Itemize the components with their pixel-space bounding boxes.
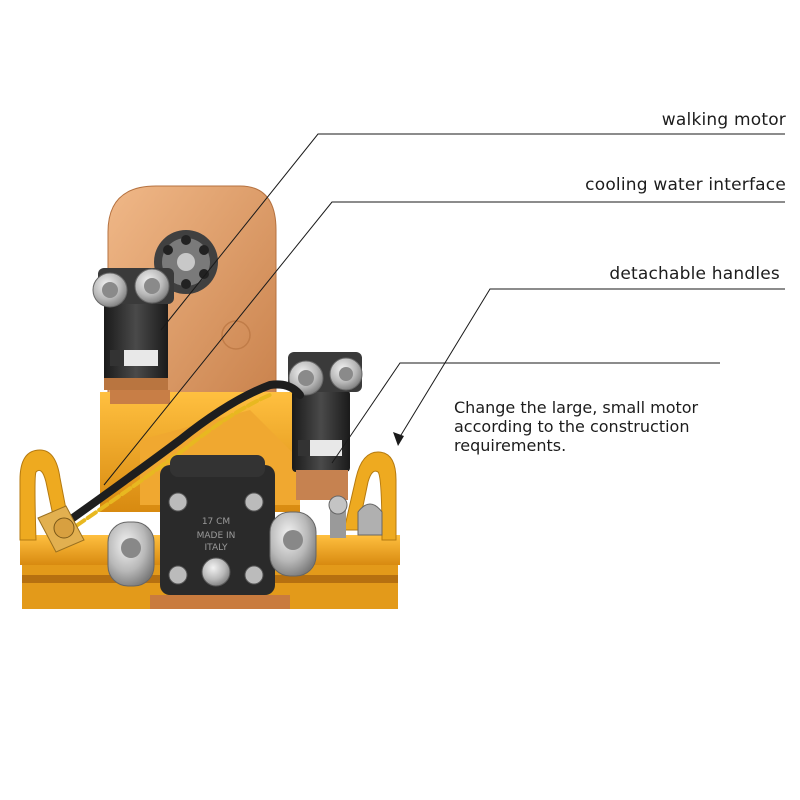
- motor-note-leader: [331, 362, 720, 464]
- pump-stamp-line-1: 17 CM: [202, 517, 230, 527]
- pump-stamp-line-2: MADE IN: [197, 531, 236, 541]
- cooling-water-leader: [103, 201, 785, 486]
- small-motor: [288, 352, 363, 500]
- handles-leader-arrowhead: [393, 432, 404, 446]
- walking-motor-leader: [160, 133, 785, 331]
- hose-black: [66, 380, 304, 524]
- pump-stamp-line-3: ITALY: [205, 543, 228, 553]
- walking-motor-label: walking motor: [661, 110, 786, 130]
- handles-leader: [397, 288, 785, 441]
- walking-motor: [92, 268, 174, 390]
- hose-yellow: [74, 392, 274, 528]
- hydraulic-pump: 17 CM MADE IN ITALY: [160, 455, 275, 595]
- cooling-water-interface: [37, 505, 85, 553]
- right-bolts: [328, 495, 383, 538]
- cooling-water-interface-label: cooling water interface: [585, 175, 786, 195]
- motor-change-note: Change the large, small motor according …: [454, 398, 699, 455]
- detachable-handles-label: detachable handles: [609, 264, 780, 284]
- front-couplers: [107, 511, 317, 587]
- callout-lines: [103, 133, 785, 486]
